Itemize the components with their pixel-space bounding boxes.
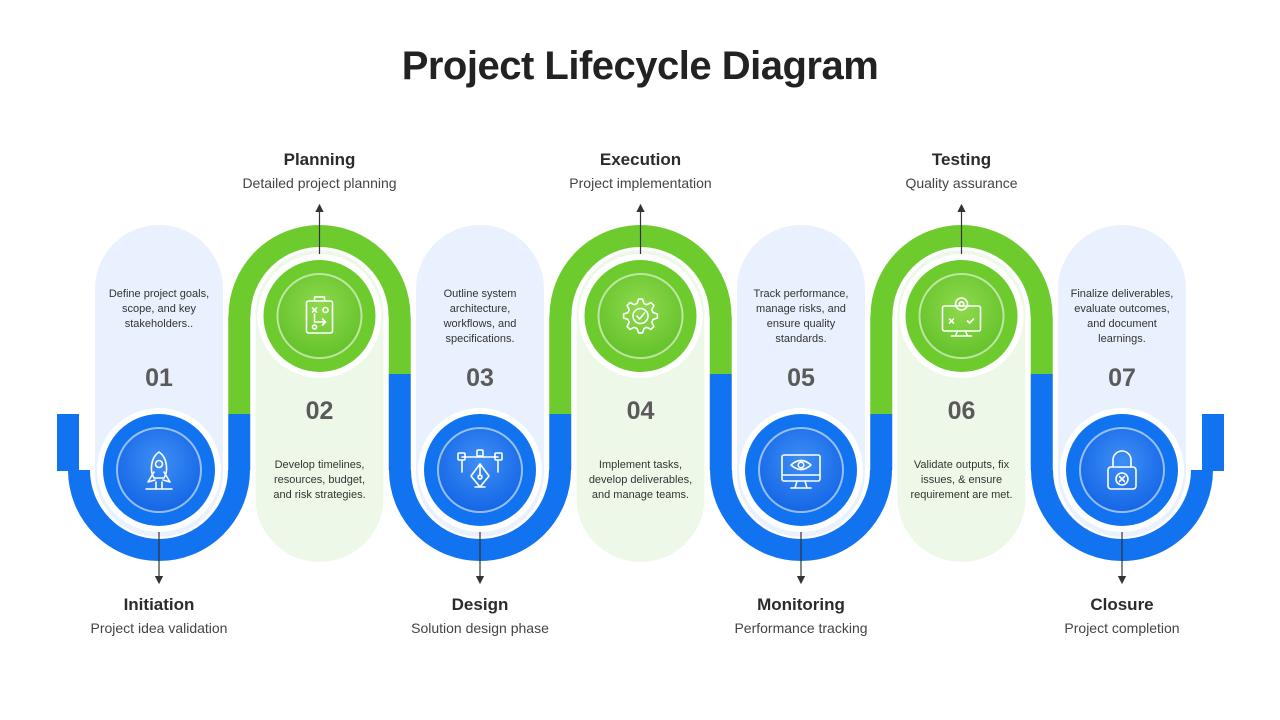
stage-description-line: Implement tasks, xyxy=(599,459,682,471)
stage-title: Monitoring xyxy=(757,595,845,614)
stage-description-line: and document xyxy=(1087,318,1157,330)
stage-number: 01 xyxy=(145,364,173,392)
stage-description-line: Finalize deliverables, xyxy=(1071,288,1174,300)
stage-description: Define project goals, scope, and key stake… xyxy=(109,288,209,330)
stage-description-line: requirement are met. xyxy=(910,489,1012,501)
stage-description-line: and manage teams. xyxy=(592,489,689,501)
stage-node-03 xyxy=(418,408,542,532)
stage-node-07 xyxy=(1060,408,1184,532)
stage-description-line: and risk strategies. xyxy=(273,489,365,501)
lock-icon xyxy=(1107,450,1137,490)
stage-node-01 xyxy=(97,408,221,532)
stage-description-line: architecture, xyxy=(450,303,511,315)
stage-number: 06 xyxy=(948,397,976,425)
test-screen-icon xyxy=(941,297,982,337)
stage-description-line: resources, budget, xyxy=(274,474,365,486)
stage-description-line: Develop timelines, xyxy=(275,459,365,471)
stage-description-line: Validate outputs, fix xyxy=(914,459,1010,471)
stage-subtitle: Solution design phase xyxy=(411,620,549,636)
stage-node-05 xyxy=(739,408,863,532)
stage-title: Testing xyxy=(932,150,991,169)
stage-title: Design xyxy=(452,595,509,614)
stage-description-line: learnings. xyxy=(1098,333,1146,345)
stage-subtitle: Project implementation xyxy=(569,175,711,191)
stage-title: Initiation xyxy=(124,595,195,614)
stage-number: 02 xyxy=(306,397,334,425)
stage-description: Validate outputs, fix issues, & ensure req… xyxy=(910,459,1012,501)
stage-title: Planning xyxy=(284,150,356,169)
stage-description-line: workflows, and xyxy=(443,318,517,330)
pen-tool-icon xyxy=(457,449,503,488)
stage-description-line: standards. xyxy=(775,333,826,345)
monitor-eye-icon xyxy=(781,454,821,489)
stage-node-06 xyxy=(899,254,1024,378)
stage-node-02 xyxy=(257,254,382,378)
stage-subtitle: Project idea validation xyxy=(91,620,228,636)
stage-title: Closure xyxy=(1090,595,1153,614)
stage-description-line: issues, & ensure xyxy=(921,474,1002,486)
node-core xyxy=(597,273,684,359)
stage-description-line: Track performance, xyxy=(754,288,849,300)
node-core xyxy=(1079,427,1165,513)
rocket-icon xyxy=(145,451,173,490)
stage-description-line: Define project goals, xyxy=(109,288,209,300)
stage-number: 05 xyxy=(787,364,815,392)
stage-description-line: stakeholders.. xyxy=(125,318,193,330)
node-core xyxy=(276,273,363,359)
stage-description: Implement tasks, develop deliverables, and… xyxy=(589,459,692,501)
node-core xyxy=(116,427,202,513)
node-core xyxy=(918,273,1005,359)
stage-description: Finalize deliverables, evaluate outcomes,… xyxy=(1071,288,1174,345)
stage-subtitle: Quality assurance xyxy=(905,175,1017,191)
stage-node-04 xyxy=(578,254,703,378)
stage-subtitle: Project completion xyxy=(1064,620,1179,636)
stage-description-line: develop deliverables, xyxy=(589,474,692,486)
stage-description-line: ensure quality xyxy=(767,318,836,330)
stage-number: 04 xyxy=(627,397,655,425)
plan-board-icon xyxy=(305,296,334,334)
stage-description: Track performance, manage risks, and ensur… xyxy=(754,288,849,345)
stage-description: Outline system architecture, workflows, an… xyxy=(443,288,517,345)
stage-title: Execution xyxy=(600,150,681,169)
stage-description-line: scope, and key xyxy=(122,303,196,315)
stage-subtitle: Detailed project planning xyxy=(242,175,396,191)
stage-description: Develop timelines, resources, budget, and … xyxy=(273,459,365,501)
stage-description-line: Outline system xyxy=(444,288,517,300)
stage-description-line: evaluate outcomes, xyxy=(1074,303,1169,315)
stage-description-line: specifications. xyxy=(445,333,514,345)
stage-number: 03 xyxy=(466,364,494,392)
gear-check-icon xyxy=(622,298,659,334)
stage-subtitle: Performance tracking xyxy=(734,620,867,636)
stage-description-line: manage risks, and xyxy=(756,303,846,315)
page-title: Project Lifecycle Diagram xyxy=(401,44,879,88)
stage-number: 07 xyxy=(1108,364,1136,392)
